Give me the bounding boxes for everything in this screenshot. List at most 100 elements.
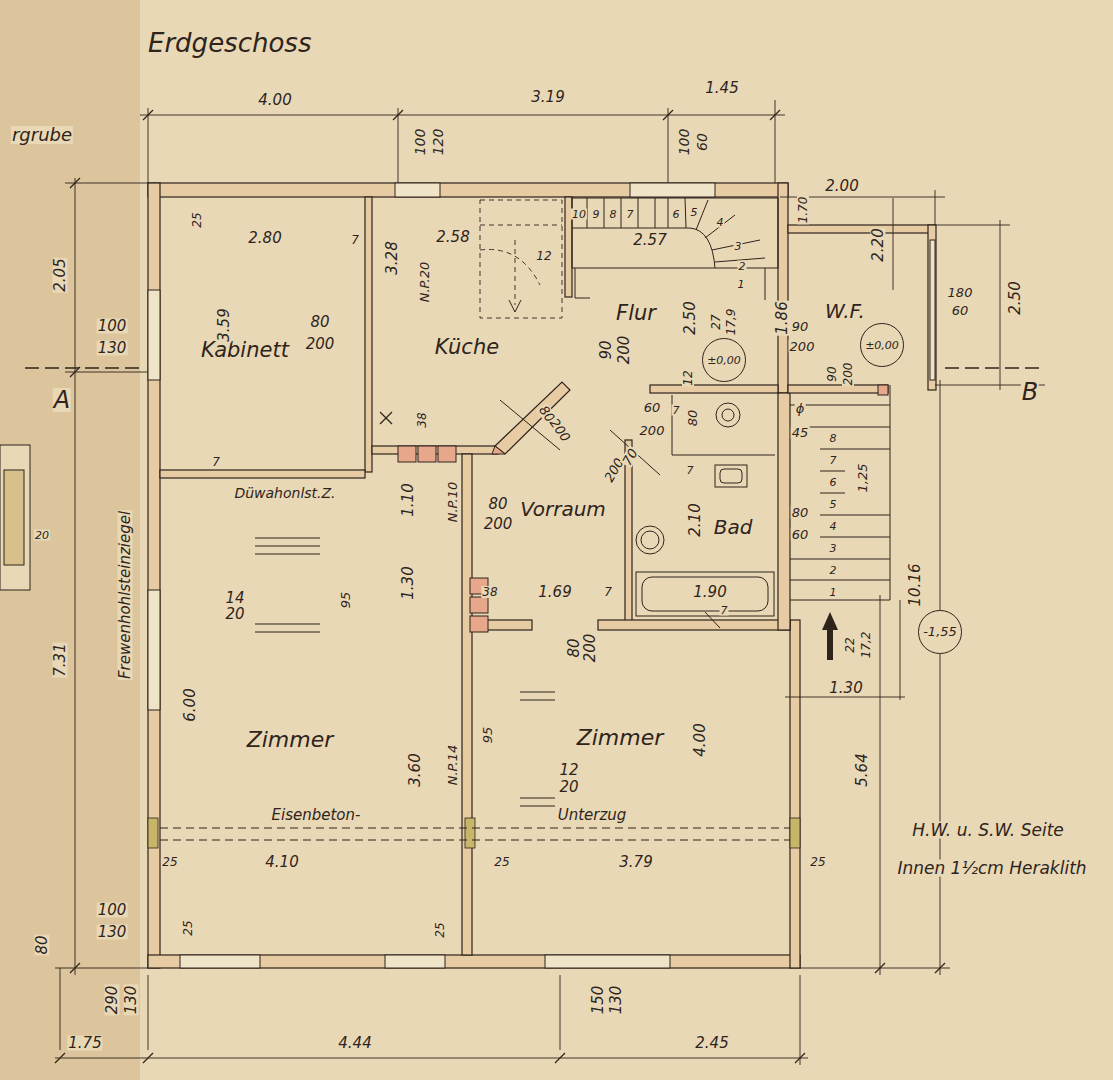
dimension-label: 38 [481, 586, 498, 598]
dimension-label: 20 [34, 530, 50, 541]
dimension-label: 25 [434, 921, 446, 938]
dimension-label: 60 [695, 132, 709, 152]
dimension-label: 2.20 [871, 227, 886, 262]
dimension-label: 4 [716, 217, 725, 228]
dimension-label: 3.60 [408, 752, 423, 787]
dimension-label: 100 [97, 319, 128, 334]
dimension-label: 7 [626, 209, 635, 220]
dimension-label: 2.58 [435, 230, 470, 245]
dimension-label: 60 [643, 401, 662, 414]
dimension-label: 4.44 [337, 1036, 372, 1051]
dimension-label: 45 [791, 426, 810, 439]
plan-note: A [53, 388, 71, 412]
dimension-label: 20 [224, 607, 245, 622]
room: Zimmer [472, 630, 790, 955]
plan-title: Erdgeschoss [148, 28, 311, 58]
room: Zimmer [160, 478, 462, 955]
dimension-label: 90 [791, 320, 810, 333]
dimension-label: 7 [603, 586, 613, 598]
dimension-label: 2.50 [683, 300, 698, 335]
dimension-label: 3 [734, 241, 743, 252]
dimension-label: 100 [97, 903, 128, 918]
dimension-label: 7 [720, 605, 729, 616]
dimension-label: 2.80 [247, 231, 282, 246]
dimension-label: 1.86 [775, 300, 790, 335]
dimension-label: 1.10 [401, 482, 416, 517]
dimension-label: 200 [789, 340, 816, 353]
dimension-label: 200 [483, 517, 514, 532]
dimension-label: 5 [829, 499, 838, 510]
level-value: ±0,00 [707, 355, 741, 366]
dimension-label: 8 [829, 433, 838, 444]
dimension-label: 100 [413, 128, 427, 157]
room: W.F. ±0,00 [800, 235, 926, 385]
level-value: ±0,00 [865, 340, 899, 351]
dimension-label: 130 [97, 925, 128, 940]
room-name: W.F. [825, 301, 865, 321]
dimension-label: 80 [35, 934, 50, 955]
plan-note: H.W. u. S.W. Seite [911, 822, 1065, 839]
dimension-label: 27 [710, 313, 722, 330]
dimension-label: 25 [493, 856, 510, 868]
dimension-label: 7 [350, 234, 360, 246]
dimension-label: 80 [567, 637, 582, 658]
dimension-label: 180 [947, 286, 974, 299]
dimension-label: N.P.10 [446, 481, 459, 524]
dimension-label: 2.05 [53, 257, 68, 292]
dimension-label: 3.59 [217, 307, 232, 342]
dimension-label: 1.45 [704, 81, 739, 96]
dimension-label: 3.28 [385, 240, 400, 275]
dimension-label: 5.64 [855, 752, 870, 787]
plan-note: B [1021, 380, 1039, 404]
dimension-label: 5 [690, 207, 699, 218]
dimension-label: 7 [672, 405, 681, 416]
dimension-label: Düwahonlst.Z. [233, 486, 336, 500]
dimension-label: 1 [737, 279, 746, 290]
dimension-label: 8 [609, 209, 618, 220]
dimension-label: 80 [791, 506, 810, 519]
dimension-label: 1.69 [537, 585, 572, 600]
level-marker: -1,55 [918, 610, 962, 654]
dimension-label: Unterzug [557, 808, 628, 823]
dimension-label: 1.70 [797, 196, 809, 225]
dimension-label: 25 [191, 211, 203, 228]
dimension-label: 200 [583, 633, 598, 664]
dimension-label: 60 [791, 528, 810, 541]
room-name: Küche [435, 337, 499, 358]
dimension-label: 95 [339, 591, 352, 610]
dimension-label: 3.19 [530, 90, 565, 105]
dimension-label: 17,2 [860, 631, 872, 660]
plan-note: Innen 1½cm Heraklith [896, 860, 1087, 877]
dimension-label: 6 [672, 209, 681, 220]
dimension-label: 200 [842, 362, 854, 387]
dimension-label: 12 [558, 763, 579, 778]
level-marker: ±0,00 [702, 338, 746, 382]
dimension-label: 17,9 [725, 308, 737, 337]
dimension-label: 4.10 [264, 855, 299, 870]
level-value: -1,55 [923, 625, 957, 638]
dimension-label: 120 [431, 128, 445, 157]
dimension-label: Frewenhohlsteinziegel [118, 510, 133, 680]
dimension-label: 95 [481, 726, 494, 745]
dimension-label: 4.00 [257, 93, 292, 108]
dimension-label: N.P.20 [418, 261, 431, 304]
dimension-label: 200 [305, 337, 336, 352]
plan-note: rgrube [11, 126, 73, 144]
dimension-label: 1.75 [67, 1036, 102, 1051]
dimension-label: 1.30 [401, 565, 416, 600]
dimension-label: 90 [826, 365, 838, 382]
dimension-label: 2 [738, 261, 747, 272]
room-name: Zimmer [577, 727, 664, 749]
room-name: Flur [616, 303, 656, 324]
room-name: Vorraum [520, 499, 606, 519]
dimension-label: Eisenbeton- [271, 808, 362, 823]
dimension-label: N.P.14 [446, 744, 459, 787]
dimension-label: 1,25 [856, 463, 869, 494]
dimension-label: 100 [677, 128, 691, 157]
dimension-label: 2.10 [688, 502, 703, 537]
dimension-label: 4.00 [693, 722, 708, 757]
dimension-label: 2.00 [824, 179, 859, 194]
dimension-label: 12 [682, 369, 694, 386]
dimension-label: 80 [309, 315, 330, 330]
dimension-label: 25 [161, 856, 178, 868]
